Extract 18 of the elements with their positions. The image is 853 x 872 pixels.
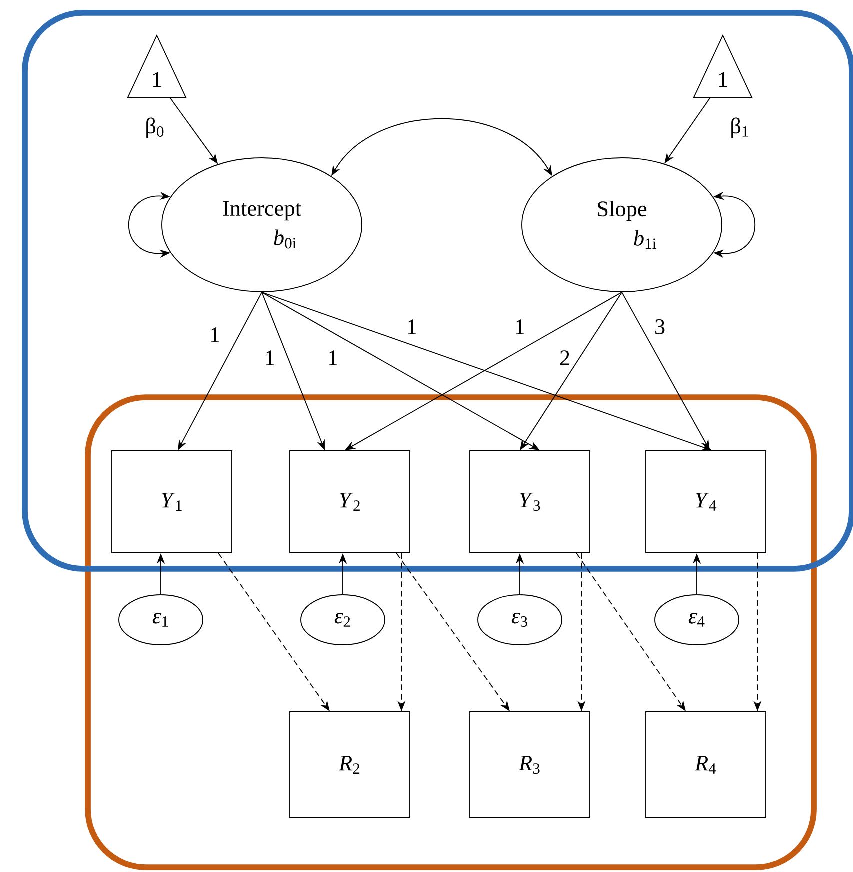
variable-box: R$_{4}$: [646, 712, 766, 818]
variable-box: Y$_{2}$: [290, 450, 410, 554]
variable-box: R$_{2}$: [290, 712, 410, 818]
edge-label: 1: [513, 318, 527, 336]
edge-label: 2: [558, 349, 572, 367]
group-frame: [22, 10, 853, 572]
group-frame: [85, 394, 817, 870]
variable-box: R$_{3}$: [470, 712, 590, 818]
variable-box: Y$_{4}$: [646, 450, 766, 554]
edge-label: 1: [208, 326, 222, 344]
edge-label: 3: [653, 318, 667, 336]
edge-label: β$_{1}$: [728, 116, 752, 140]
variable-box: Y$_{3}$: [470, 450, 590, 554]
variable-box: Y$_{1}$: [112, 450, 232, 554]
edge-label: 1: [263, 349, 277, 366]
edge-label: β$_{0}$: [144, 116, 166, 140]
edge-label: 1: [326, 349, 340, 366]
edge-label: 1: [405, 318, 419, 336]
